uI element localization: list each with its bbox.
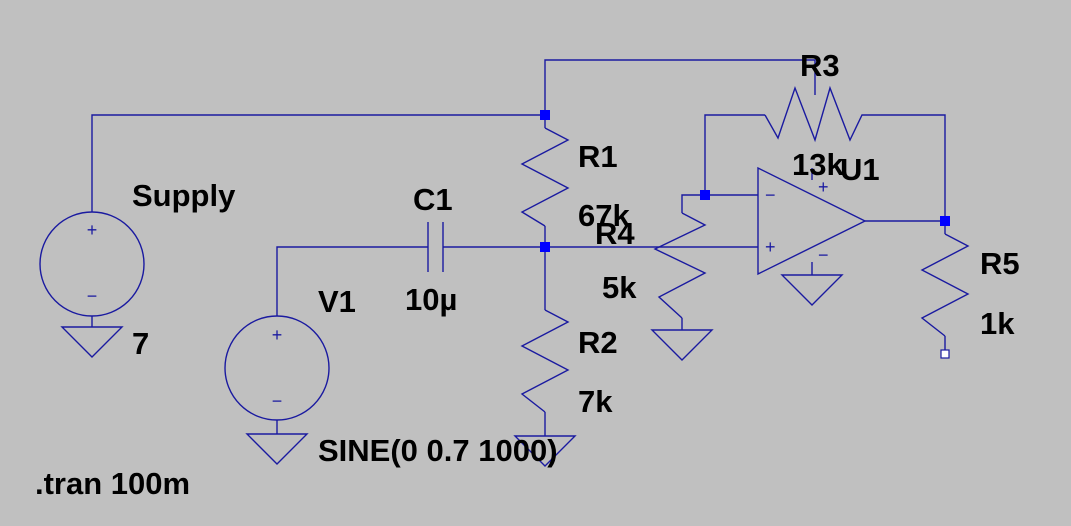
resistor-r4[interactable] <box>653 212 707 319</box>
ground-symbol-r2 <box>513 435 577 467</box>
labels: Supply 7 V1 SINE(0 0.7 1000) C1 10µ R1 6… <box>35 48 1020 501</box>
supply-voltage-source[interactable]: + − <box>39 211 145 317</box>
wire-feedback-left <box>704 114 765 195</box>
u1-name-label: U1 <box>840 152 880 187</box>
supply-neg-sign: − <box>87 286 98 306</box>
capacitor-c1[interactable] <box>427 222 444 272</box>
r2-name-label: R2 <box>578 325 618 360</box>
resistor-r3[interactable] <box>764 85 870 143</box>
r2-value-label: 7k <box>578 384 613 419</box>
opamp-noninverting-sign: + <box>765 237 776 257</box>
ground-symbol-supply <box>60 326 124 358</box>
supply-name-label: Supply <box>132 178 236 213</box>
supply-pos-sign: + <box>87 220 98 240</box>
opamp-u1[interactable]: − + + − <box>757 166 867 276</box>
opamp-vee-sign: − <box>818 245 829 265</box>
resistor-r2[interactable] <box>520 309 570 413</box>
r1-value-label: 67k <box>578 198 630 233</box>
resistor-r1[interactable] <box>520 127 570 227</box>
v1-pos-sign: + <box>272 325 283 345</box>
v1-value-label: SINE(0 0.7 1000) <box>318 433 558 468</box>
v1-voltage-source[interactable]: + − <box>224 315 330 421</box>
ground-symbol-r4 <box>650 329 714 361</box>
resistor-r5[interactable] <box>920 233 970 337</box>
opamp-vcc-sign: + <box>818 177 829 197</box>
wire-supply-to-r1 <box>91 114 545 212</box>
r5-name-label: R5 <box>980 246 1020 281</box>
junction-r1-top <box>540 110 550 120</box>
output-terminal[interactable] <box>940 349 950 359</box>
supply-value-label: 7 <box>132 326 149 361</box>
junctions <box>540 110 950 252</box>
v1-name-label: V1 <box>318 284 356 319</box>
junction-feedback <box>700 190 710 200</box>
spice-directive[interactable]: .tran 100m <box>35 466 190 501</box>
r4-value-label: 5k <box>602 270 637 305</box>
r1-name-label: R1 <box>578 139 618 174</box>
wire-r4-top <box>681 194 705 213</box>
r3-value-label: 13k <box>792 147 844 182</box>
wires <box>91 59 946 436</box>
v1-neg-sign: − <box>272 391 283 411</box>
wire-feedback-right <box>870 114 946 221</box>
c1-value-label: 10µ <box>405 282 457 317</box>
ground-symbol-opamp <box>780 274 844 306</box>
r3-name-label: R3 <box>800 48 840 83</box>
r5-value-label: 1k <box>980 306 1015 341</box>
junction-bias-node <box>540 242 550 252</box>
ground-symbol-v1 <box>245 433 309 465</box>
r4-name-label: R4 <box>595 216 635 251</box>
c1-name-label: C1 <box>413 182 453 217</box>
wire-r1-to-r3-pin <box>544 59 816 115</box>
wire-v1-to-c1 <box>276 246 428 316</box>
junction-output <box>940 216 950 226</box>
opamp-inverting-sign: − <box>765 185 776 205</box>
